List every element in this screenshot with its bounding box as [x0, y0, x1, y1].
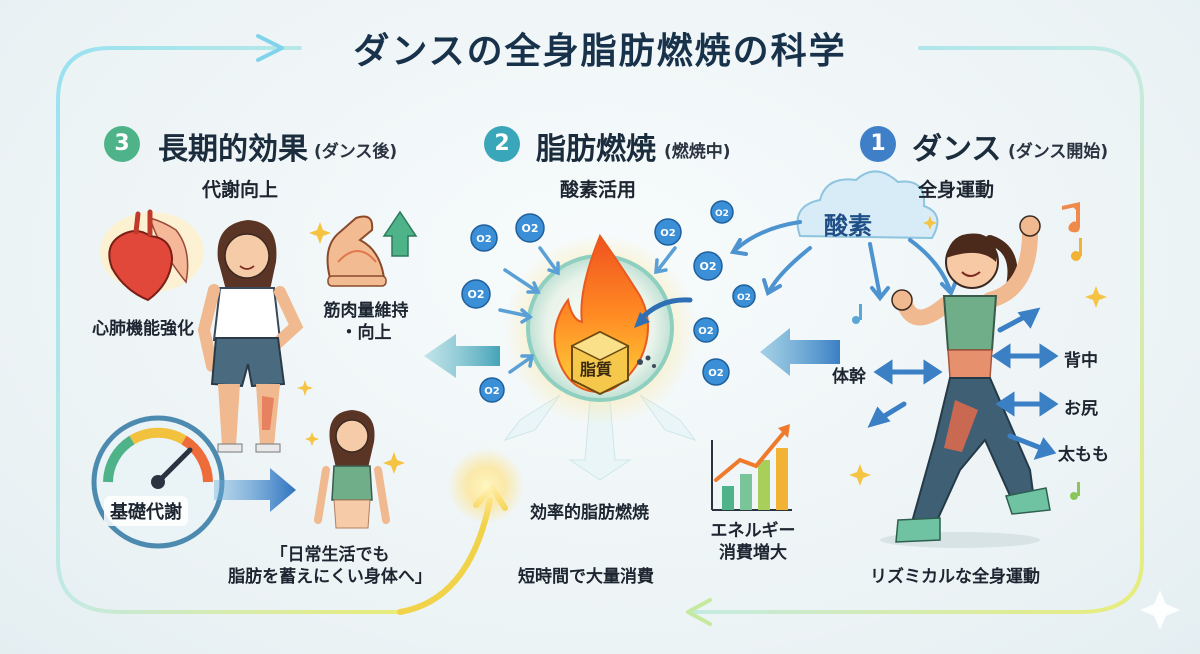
body-part-glutes: お尻 [1064, 399, 1098, 419]
oxygen-molecule-label: O2 [484, 386, 500, 397]
fit-woman-figure-icon [197, 220, 304, 453]
metabolism-gauge-icon [91, 415, 225, 549]
muscle-label-line1: 筋肉量維持 [323, 301, 409, 321]
efficient-burn-label: 効率的脂肪燃焼 [530, 503, 649, 523]
oxygen-molecule-icon: O2 [702, 358, 730, 386]
oxygen-molecule-label: O2 [708, 368, 724, 379]
burn-bottom-caption: 短時間で大量消費 [518, 567, 654, 587]
muscle-arm-icon [326, 215, 387, 287]
body-part-thighs: 太もも [1058, 445, 1109, 465]
quote-line1: 「日常生活でも [270, 545, 390, 565]
heart-lungs-icon [100, 209, 204, 302]
oxygen-molecule-icon: O2 [693, 317, 719, 343]
stage-caption-burn: 酸素活用 [560, 179, 637, 201]
stage-caption-longterm: 代謝向上 [202, 179, 279, 201]
cardio-label: 心肺機能強化 [92, 319, 194, 339]
sparkle-icon-left [297, 222, 405, 474]
to-burn-arrow-icon [760, 328, 840, 376]
oxygen-molecule-icon: O2 [479, 377, 505, 403]
stage-sub-dance: (ダンス開始) [1008, 142, 1109, 162]
stage-sub-burn: (燃焼中) [664, 142, 731, 162]
oxygen-molecule-label: O2 [476, 234, 492, 245]
stage-sub-longterm: (ダンス後) [314, 142, 398, 162]
oxygen-cloud-label: 酸素 [824, 212, 872, 240]
fat-cube-label: 脂質 [580, 360, 613, 379]
fat-cube-icon [570, 330, 656, 396]
metabolism-label: 基礎代謝 [104, 496, 188, 526]
oxygen-cloud-icon [796, 170, 939, 240]
energy-label-line1: エネルギー [710, 521, 796, 541]
oxygen-molecule-label: O2 [521, 222, 538, 235]
quote-line2: 脂肪を蓄えにくい身体へ」 [228, 567, 432, 587]
music-note-icon [852, 202, 1082, 500]
oxygen-molecule-label: O2 [698, 326, 714, 337]
to-longterm-arrow-icon [424, 334, 500, 378]
dance-bottom-caption: リズミカルな全身運動 [870, 567, 1040, 587]
stage-number-3: 3 [104, 126, 140, 162]
slim-woman-figure-icon [314, 410, 390, 529]
oxygen-molecule-label: O2 [737, 293, 751, 303]
stage-number-2: 2 [484, 126, 520, 162]
page-title: ダンスの全身脂肪燃焼の科学 [353, 31, 847, 72]
stage-caption-dance: 全身運動 [918, 179, 995, 201]
stage-heading-burn: 脂肪燃焼 [536, 132, 656, 167]
body-part-arrows-icon [867, 307, 1059, 460]
sparkle-icon [849, 216, 1107, 486]
oxygen-molecule-icon: O2 [732, 284, 756, 308]
oxygen-molecule-icon: O2 [693, 251, 723, 281]
oxygen-molecule-label: O2 [699, 260, 716, 273]
body-part-core: 体幹 [832, 367, 866, 387]
energy-label-line2: 消費増大 [719, 543, 787, 563]
oxygen-molecule-icon: O2 [654, 218, 682, 246]
body-part-back: 背中 [1064, 351, 1098, 371]
metabolism-arrow-icon [214, 468, 296, 512]
stage-heading-dance: ダンス [912, 132, 1002, 167]
muscle-label-line2: ・向上 [340, 323, 392, 343]
stage-number-1: 1 [860, 126, 896, 162]
stage-heading-longterm: 長期的効果 [158, 132, 308, 167]
oxygen-molecule-label: O2 [467, 288, 484, 301]
energy-chart-icon [711, 424, 792, 511]
oxygen-molecule-icon: O2 [710, 200, 734, 224]
oxygen-molecule-label: O2 [715, 209, 729, 219]
oxygen-flow-arrows-icon [498, 246, 677, 374]
dancer-figure-icon [880, 215, 1051, 548]
cloud-arrows-icon [729, 220, 958, 302]
oxygen-molecule-icon: O2 [515, 213, 545, 243]
oxygen-molecule-icon: O2 [470, 224, 498, 252]
oxygen-molecule-icon: O2 [461, 279, 491, 309]
oxygen-molecule-label: O2 [660, 228, 676, 239]
increase-arrow-icon [382, 210, 418, 257]
